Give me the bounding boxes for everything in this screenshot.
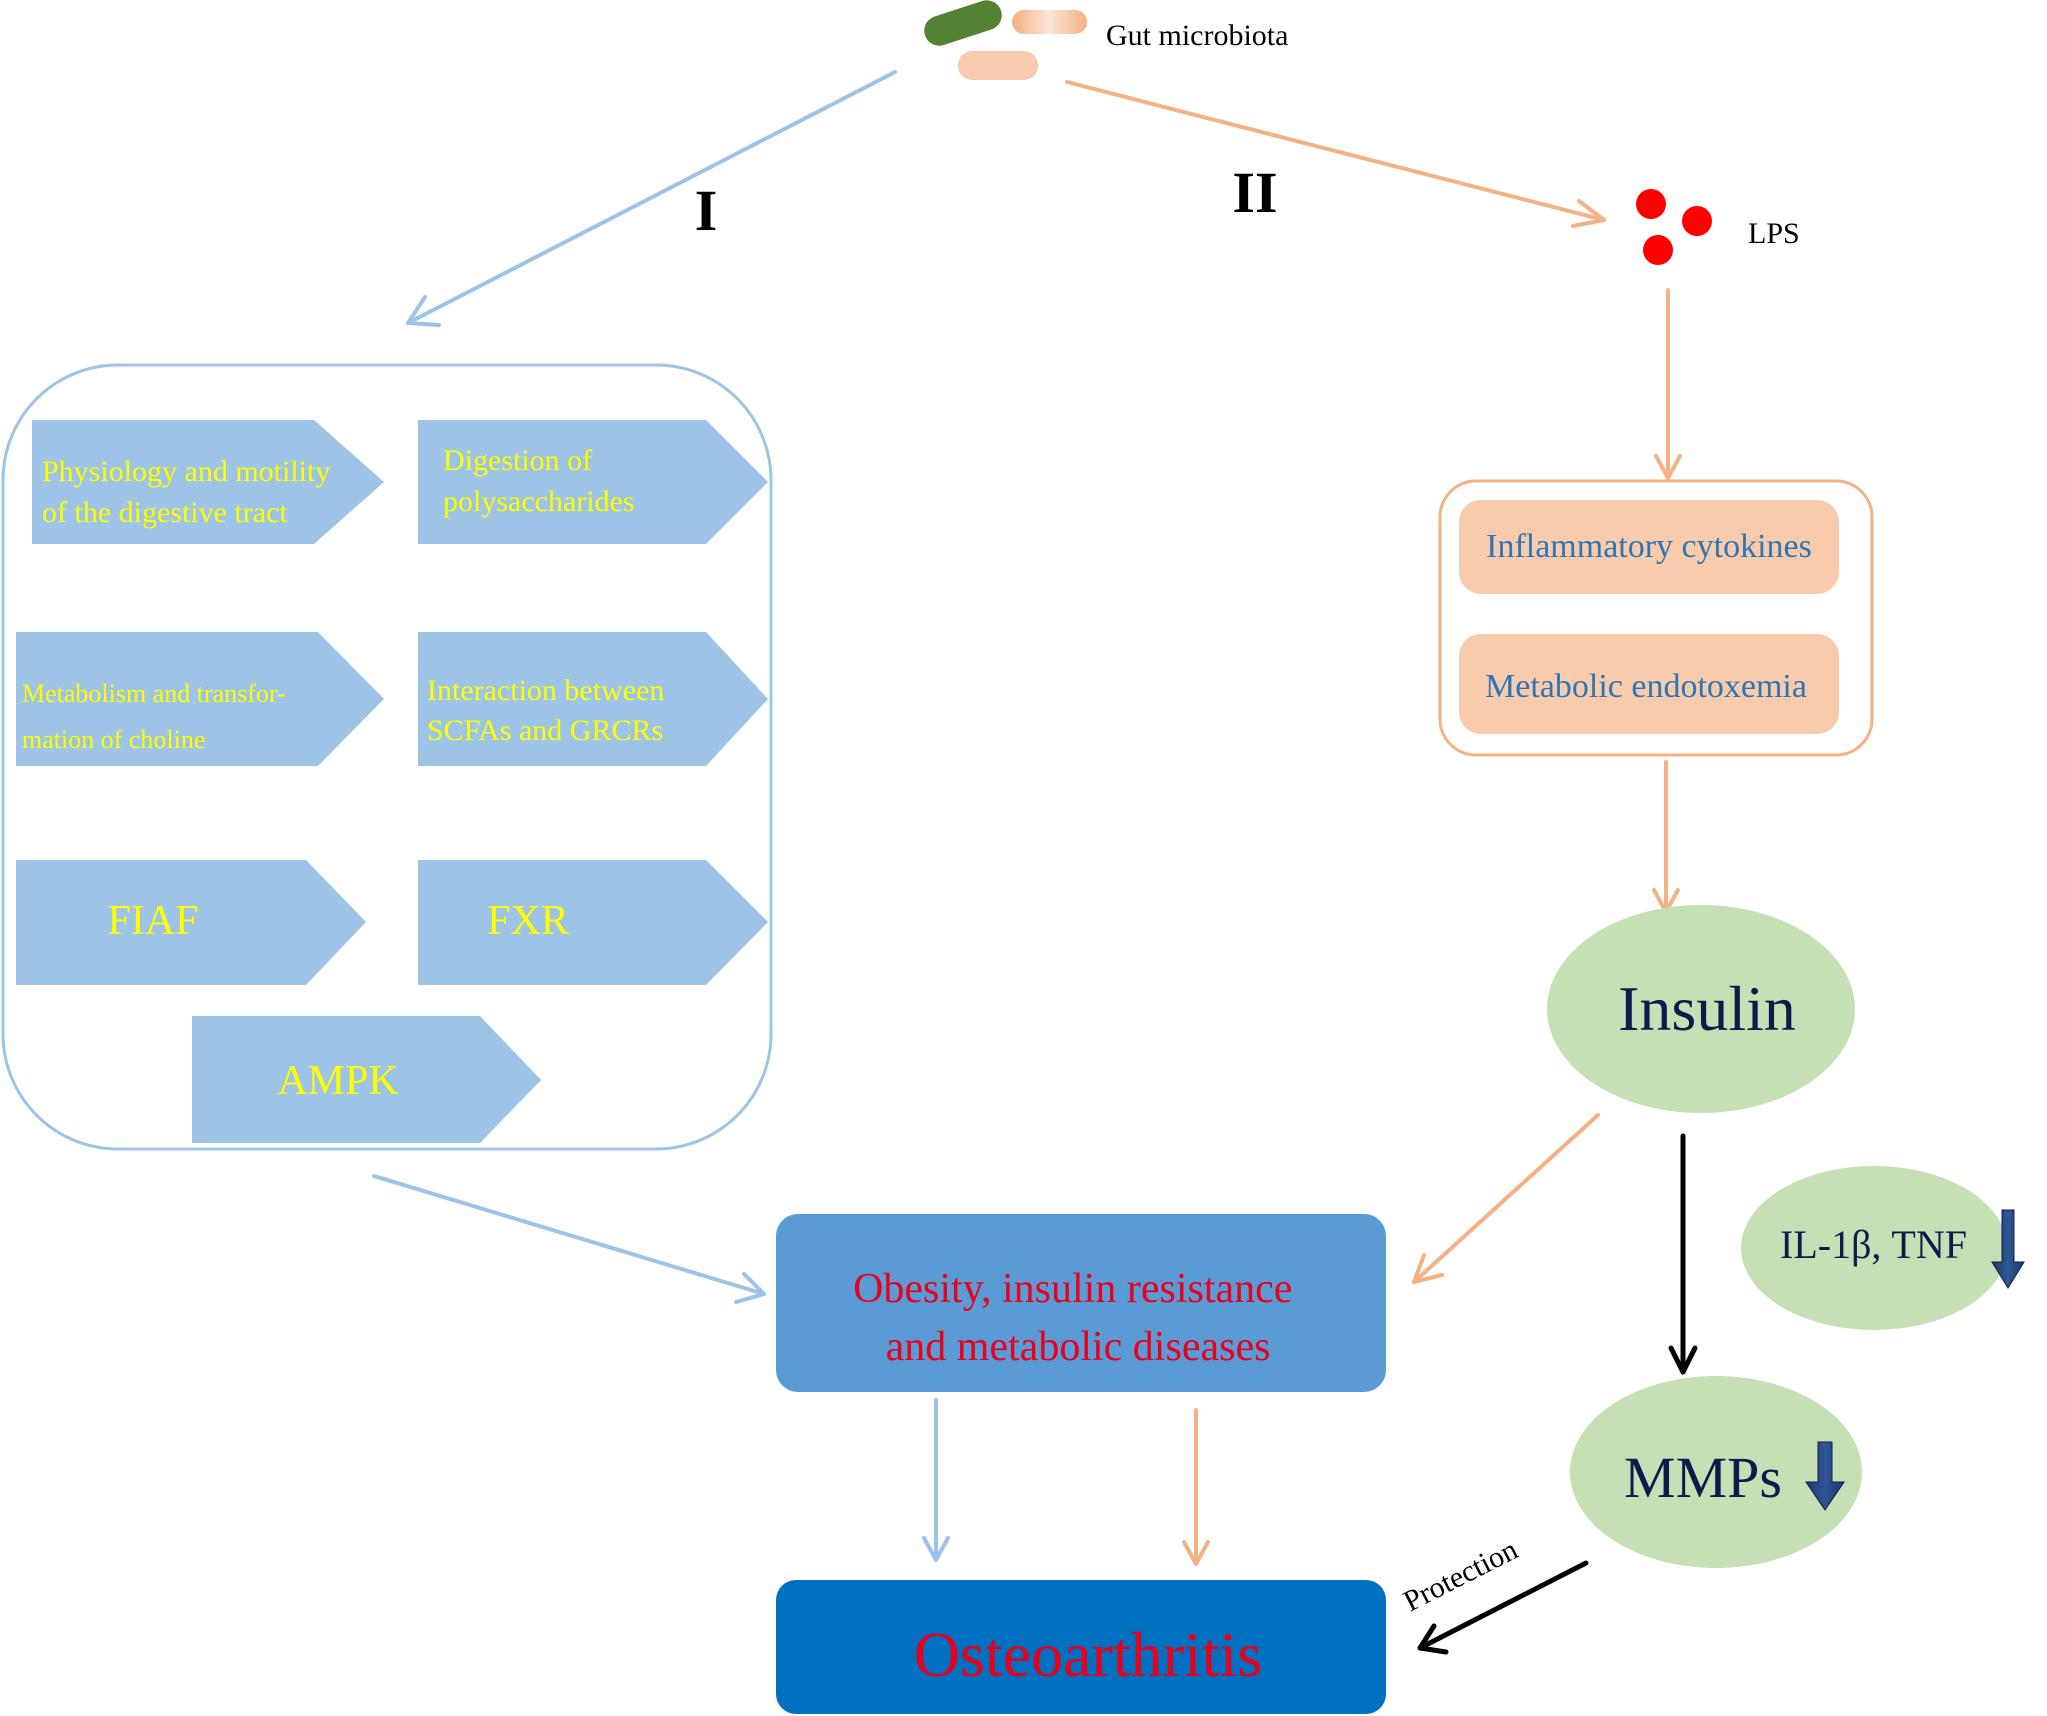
lps-label: LPS [1748, 217, 1800, 250]
osteoarthritis-label: Osteoarthritis [914, 1619, 1262, 1690]
route-one-arrow [406, 70, 897, 327]
mmps-label: MMPs [1624, 1445, 1782, 1510]
route-two-label: II [1232, 160, 1277, 225]
svg-text:Physiology and motility: Physiology and motility of the digestive… [42, 455, 338, 529]
insulin-ellipse [1547, 905, 1855, 1113]
inflammatory-cytokines-box [1459, 500, 1839, 594]
osteoarthritis-box [776, 1580, 1386, 1714]
pink-bacterium-shape [958, 51, 1038, 80]
svg-text:Obesity, insulin resistance: Obesity, insulin resistance and metaboli… [853, 1266, 1303, 1370]
obesity-label-line: Obesity, insulin resistance [853, 1266, 1292, 1312]
cytokine-markers-ellipse [1741, 1166, 2007, 1330]
pathway-item-label: AMPK [277, 1058, 398, 1104]
peach-bacterium-shape [1012, 10, 1087, 34]
pathway-item-label: Interaction between [427, 674, 664, 707]
svg-text:Metabolism and transfor-: Metabolism and transfor- mation of choli… [22, 679, 292, 754]
pathway-item-polysaccharides: Digestion of polysaccharides [418, 420, 768, 544]
gut-microbiota-label: Gut microbiota [1106, 19, 1288, 52]
pathway-item-label: of the digestive tract [42, 496, 288, 529]
lps-to-inflammation-arrow [1654, 288, 1682, 480]
decrease-arrow-icon [1805, 1441, 1845, 1511]
gut-microbiota-icon [924, 0, 1087, 80]
pathway-item-fiaf: FIAF [16, 860, 366, 985]
cytokine-markers-label: IL-1β, TNF [1780, 1222, 1967, 1267]
protection-arrow [1417, 1560, 1589, 1655]
mmps-ellipse [1570, 1376, 1862, 1568]
pathway-item-label: Metabolism and transfor- [22, 679, 286, 708]
svg-text:Interaction between SCFA: Interaction between SCFAs and GRCRs [427, 674, 672, 747]
insulin-label: Insulin [1618, 973, 1796, 1044]
green-bacterium-shape [924, 0, 1002, 46]
pathway-item-choline: Metabolism and transfor- mation of choli… [16, 632, 384, 766]
obesity-label-line: and metabolic diseases [886, 1324, 1271, 1370]
pathway-item-label: Digestion of [443, 444, 592, 477]
pathway-item-label: SCFAs and GRCRs [427, 714, 663, 747]
insulin-to-mmps-arrow [1668, 1133, 1698, 1375]
insulin-to-obesity-arrow [1412, 1113, 1600, 1284]
svg-text:Digestion of polysacchar: Digestion of polysaccharides [443, 444, 635, 518]
obesity-to-osteoarthritis-blue-arrow [922, 1398, 950, 1562]
pathway-item-label: FXR [487, 898, 569, 944]
inflammation-container [1438, 479, 1874, 757]
obesity-box [776, 1214, 1386, 1392]
pathway-item-label: polysaccharides [443, 485, 635, 518]
inflammation-to-insulin-arrow [1652, 760, 1680, 914]
metabolic-endotoxemia-label: Metabolic endotoxemia [1485, 668, 1807, 705]
pathway-container [1, 363, 773, 1151]
pathway-item-label: mation of choline [22, 725, 205, 754]
pathway-item-scfas-grcrs: Interaction between SCFAs and GRCRs [418, 632, 768, 766]
obesity-to-osteoarthritis-orange-arrow [1182, 1408, 1210, 1566]
pathway-item-label: FIAF [107, 898, 198, 944]
pathway-item-ampk: AMPK [192, 1016, 541, 1143]
pathway-item-label: Physiology and motility [42, 455, 330, 488]
lps-icon [1636, 189, 1712, 265]
route-two-arrow [1065, 80, 1606, 228]
decrease-arrow-icon [1991, 1209, 2025, 1289]
pathway-item-digestive-tract: Physiology and motility of the digestive… [32, 420, 384, 544]
metabolic-endotoxemia-box [1459, 634, 1839, 734]
pathway-item-fxr: FXR [418, 860, 768, 985]
route-one-label: I [695, 178, 718, 243]
pathway-to-obesity-arrow [372, 1174, 766, 1304]
inflammatory-cytokines-label: Inflammatory cytokines [1486, 528, 1812, 565]
